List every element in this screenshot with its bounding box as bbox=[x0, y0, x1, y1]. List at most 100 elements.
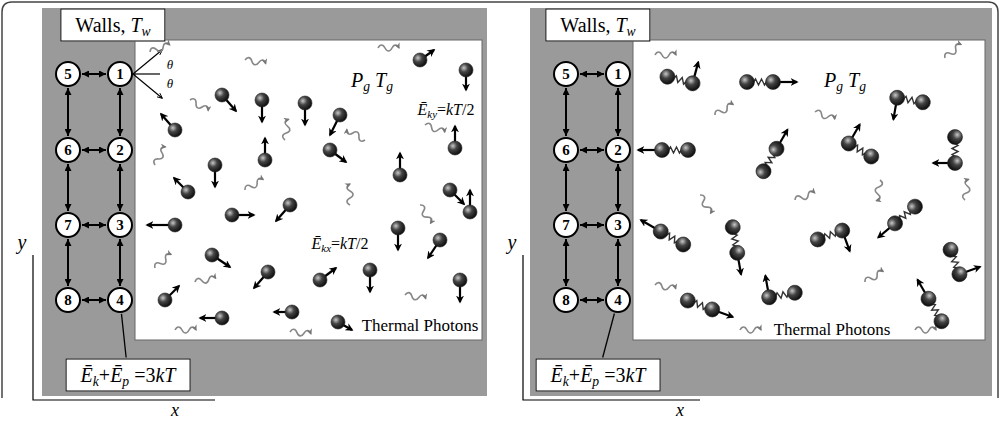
svg-g bbox=[161, 114, 182, 137]
text-run: y bbox=[508, 231, 517, 253]
label-text: Ēky=kT/2 bbox=[418, 101, 475, 118]
text-run bbox=[370, 69, 375, 91]
svg-use bbox=[152, 145, 168, 166]
svg-use bbox=[650, 221, 693, 254]
text-run: = bbox=[331, 235, 340, 252]
svg-g bbox=[276, 198, 297, 221]
svg-use bbox=[181, 185, 195, 199]
svg-use bbox=[244, 57, 266, 67]
double-arrow bbox=[67, 88, 69, 136]
callout-number: 7 bbox=[64, 217, 72, 234]
callout-number: 8 bbox=[562, 292, 570, 309]
text-run: kT bbox=[340, 235, 356, 252]
wall-atom-circle: 7 bbox=[553, 212, 579, 238]
label-box: Walls, Tw bbox=[60, 9, 165, 42]
text-run: + bbox=[569, 364, 580, 386]
svg-g bbox=[313, 268, 336, 287]
svg-g bbox=[443, 183, 464, 204]
svg-use bbox=[168, 123, 182, 137]
double-arrow bbox=[617, 239, 619, 286]
svg-use bbox=[255, 93, 269, 107]
text-run: x bbox=[171, 400, 179, 420]
svg-g bbox=[638, 143, 696, 158]
text-run: =3 bbox=[599, 364, 625, 386]
double-arrow bbox=[67, 239, 69, 286]
text-run: Ē bbox=[418, 101, 428, 118]
angle-rays bbox=[133, 50, 162, 98]
svg-use bbox=[962, 179, 972, 201]
svg-g bbox=[391, 221, 405, 250]
text-label: Ēkx=kT/2 bbox=[312, 235, 369, 253]
wall-atom-circle: 2 bbox=[605, 137, 631, 163]
svg-use bbox=[889, 89, 932, 111]
text-run: /2 bbox=[356, 235, 368, 252]
svg-g bbox=[873, 196, 925, 243]
text-label: Ēky=kT/2 bbox=[418, 101, 475, 119]
svg-use bbox=[678, 291, 722, 319]
svg-use bbox=[290, 329, 311, 337]
text-run: p bbox=[592, 374, 599, 389]
text-run: kT bbox=[155, 364, 175, 386]
svg-use bbox=[948, 130, 963, 171]
svg-g bbox=[448, 126, 462, 155]
label-text: x bbox=[171, 400, 179, 420]
svg-use bbox=[363, 263, 377, 277]
diatomic-molecules bbox=[637, 53, 983, 331]
svg-use bbox=[753, 138, 786, 181]
svg-use bbox=[658, 67, 701, 92]
callout-number: 1 bbox=[116, 66, 124, 83]
svg-g bbox=[459, 63, 473, 90]
callout-number: 2 bbox=[614, 142, 622, 159]
svg-use bbox=[194, 275, 216, 285]
text-run: k bbox=[563, 374, 569, 389]
svg-use bbox=[378, 45, 399, 51]
svg-use bbox=[417, 204, 433, 225]
svg-g bbox=[225, 208, 254, 222]
text-run: T bbox=[375, 69, 386, 91]
svg-use bbox=[433, 233, 447, 247]
text-run: θ bbox=[167, 57, 173, 72]
double-arrow bbox=[580, 149, 604, 151]
text-run: T bbox=[130, 14, 141, 36]
svg-use bbox=[244, 177, 265, 193]
photons bbox=[149, 42, 446, 337]
text-run: k bbox=[93, 374, 99, 389]
axes bbox=[33, 255, 215, 400]
double-arrow bbox=[580, 299, 604, 301]
double-arrow bbox=[82, 299, 106, 301]
text-run: Ē bbox=[110, 364, 122, 386]
text-run: w bbox=[142, 24, 151, 39]
svg-g bbox=[331, 315, 352, 330]
svg-g bbox=[886, 89, 931, 125]
text-run: y bbox=[18, 231, 27, 253]
photons bbox=[654, 42, 971, 333]
double-arrow bbox=[580, 224, 604, 226]
svg-use bbox=[443, 183, 457, 197]
wall-atom-circle: 4 bbox=[107, 287, 133, 313]
svg-use bbox=[413, 53, 427, 67]
svg-use bbox=[808, 221, 852, 249]
text-run: =3 bbox=[129, 364, 155, 386]
text-run: Ē bbox=[580, 364, 592, 386]
svg-g bbox=[215, 88, 236, 111]
svg-use bbox=[655, 52, 676, 58]
svg-g bbox=[205, 248, 230, 267]
box-text: Ēk+Ēp =3kT bbox=[551, 364, 646, 386]
callout-number: 4 bbox=[116, 292, 124, 309]
svg-use bbox=[215, 311, 229, 325]
gas-region bbox=[135, 40, 482, 340]
svg-g bbox=[274, 305, 299, 319]
svg-use bbox=[918, 288, 951, 331]
svg-g bbox=[753, 126, 794, 182]
svg-use bbox=[285, 305, 299, 319]
double-arrow bbox=[82, 224, 106, 226]
callout-number: 5 bbox=[64, 66, 72, 83]
svg-g bbox=[463, 190, 477, 219]
text-run: Ē bbox=[312, 235, 322, 252]
callout-number: 5 bbox=[562, 66, 570, 83]
text-run bbox=[843, 69, 848, 91]
callout-number: 1 bbox=[614, 66, 622, 83]
text-run: p bbox=[122, 374, 129, 389]
svg-use bbox=[261, 265, 275, 279]
text-label: θ bbox=[167, 58, 173, 72]
